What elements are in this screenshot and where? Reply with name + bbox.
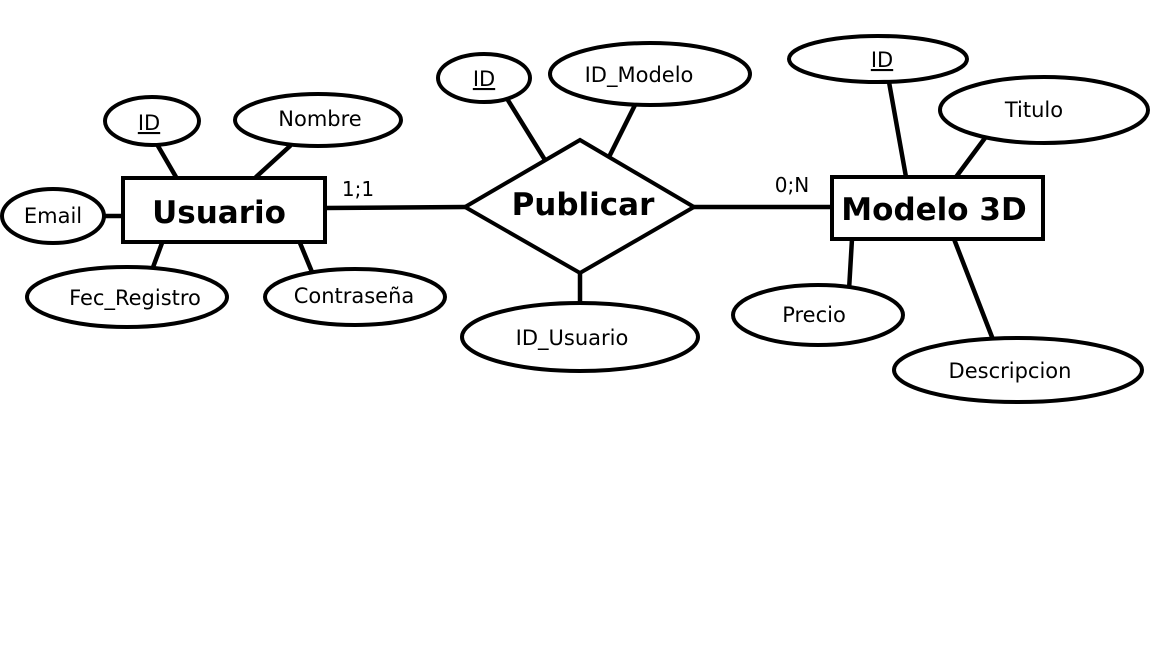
attr-label-usuario-fec-registro: Fec_Registro bbox=[69, 286, 201, 311]
attribute-publicar-id-modelo: ID_Modelo bbox=[548, 41, 752, 107]
entity-box-usuario bbox=[121, 176, 327, 244]
attr-label-modelo-descripcion: Descripcion bbox=[949, 359, 1072, 383]
relationship-diamond-publicar bbox=[461, 137, 698, 276]
attr-label-usuario-nombre: Nombre bbox=[278, 107, 361, 131]
attribute-modelo-titulo: Titulo bbox=[938, 75, 1150, 145]
entity-label-usuario: Usuario bbox=[152, 195, 286, 231]
attr-label-publicar-id-usuario: ID_Usuario bbox=[516, 326, 629, 351]
attr-label-publicar-id: ID bbox=[473, 67, 495, 91]
attribute-usuario-fec-registro: Fec_Registro bbox=[25, 265, 229, 329]
entity-box-modelo-3d bbox=[830, 175, 1045, 241]
line-modelo-precio bbox=[846, 236, 855, 293]
attribute-modelo-descripcion: Descripcion bbox=[892, 336, 1144, 404]
attribute-publicar-id: ID bbox=[436, 52, 532, 104]
line-publicar-id bbox=[503, 94, 548, 163]
attribute-modelo-precio: Precio bbox=[731, 283, 905, 347]
relationship-publicar: Publicar bbox=[461, 137, 698, 276]
connector-lines bbox=[101, 79, 995, 340]
line-usuario-contrasena bbox=[297, 240, 315, 275]
attr-label-usuario-email: Email bbox=[24, 204, 82, 228]
attribute-usuario-email: Email bbox=[0, 187, 106, 245]
entity-modelo-3d: Modelo 3D bbox=[830, 175, 1045, 241]
attr-label-usuario-id: ID bbox=[138, 111, 160, 135]
line-usuario-fec-registro bbox=[149, 240, 165, 273]
cardinality-usuario: 1;1 bbox=[342, 177, 374, 201]
line-usuario-publicar bbox=[322, 204, 468, 211]
attr-label-modelo-titulo: Titulo bbox=[1004, 98, 1063, 122]
attribute-modelo-id: ID bbox=[787, 34, 969, 84]
line-usuario-nombre bbox=[253, 143, 293, 180]
entity-usuario: Usuario bbox=[121, 176, 327, 244]
attribute-usuario-nombre: Nombre bbox=[233, 92, 403, 148]
relationship-label-publicar: Publicar bbox=[512, 187, 656, 223]
entity-label-modelo-3d: Modelo 3D bbox=[841, 192, 1026, 228]
attr-label-modelo-id: ID bbox=[871, 48, 893, 72]
attr-label-usuario-contrasena: Contraseña bbox=[294, 284, 415, 308]
line-usuario-id bbox=[155, 143, 179, 180]
attr-label-modelo-precio: Precio bbox=[782, 303, 846, 327]
line-modelo-titulo bbox=[953, 135, 988, 180]
line-modelo-descripcion bbox=[951, 236, 995, 340]
attribute-usuario-contrasena: Contraseña bbox=[263, 267, 447, 327]
attribute-usuario-id: ID bbox=[103, 95, 201, 147]
line-publicar-id-modelo bbox=[607, 102, 638, 158]
attr-label-publicar-id-modelo: ID_Modelo bbox=[585, 63, 694, 88]
cardinality-modelo: 0;N bbox=[775, 173, 809, 197]
line-modelo-id bbox=[886, 79, 909, 180]
attribute-publicar-id-usuario: ID_Usuario bbox=[460, 301, 700, 373]
